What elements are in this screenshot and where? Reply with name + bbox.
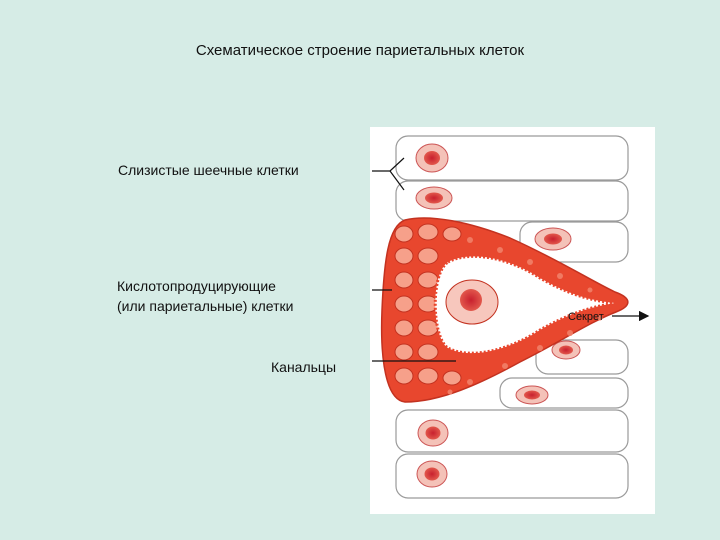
mucous-cell-bottom-1: [396, 410, 628, 452]
mucous-cell-bottom-2: [396, 454, 628, 498]
mucous-cell-top-2: [396, 181, 628, 221]
parietal-cell-nucleus: [446, 280, 498, 324]
secretion-label: Секрет: [568, 311, 604, 323]
mucous-cell-top-1: [396, 136, 628, 180]
